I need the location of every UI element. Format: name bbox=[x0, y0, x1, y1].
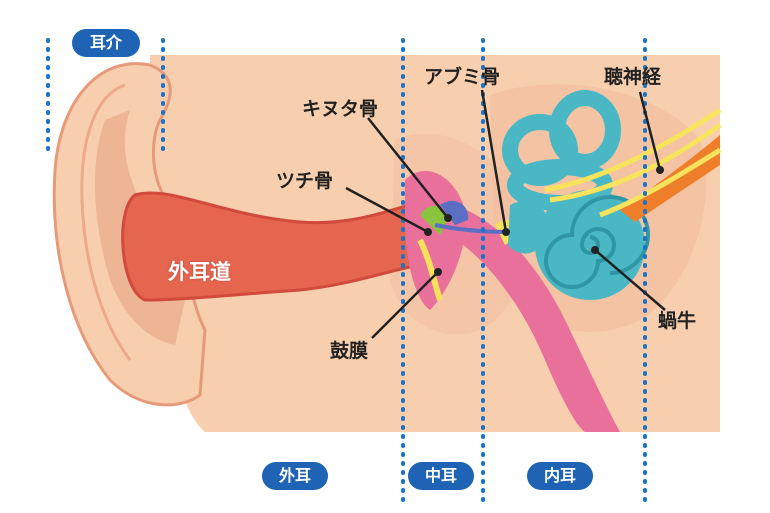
ear-canal-label: 外耳道 bbox=[168, 260, 231, 284]
region-boundaries bbox=[46, 38, 647, 502]
eardrum-label: 鼓膜 bbox=[330, 340, 369, 362]
pinna-fold bbox=[80, 83, 132, 361]
stapes-label: アブミ骨 bbox=[424, 66, 501, 88]
malleus-label: ツチ骨 bbox=[276, 170, 334, 192]
auditory-nerve-label: 聴神経 bbox=[604, 66, 662, 88]
inner-ear-pill: 内耳 bbox=[527, 462, 593, 490]
incus-label: キヌタ骨 bbox=[302, 98, 379, 120]
leader-dots bbox=[424, 166, 664, 276]
eustachian-tube bbox=[440, 205, 620, 432]
ear-canal bbox=[121, 191, 422, 302]
pinna-label: 耳介 bbox=[72, 29, 140, 57]
leader-lines bbox=[345, 89, 666, 339]
eardrum-membrane-highlight bbox=[417, 238, 443, 301]
vestibule bbox=[508, 201, 549, 254]
outer-ear-pill: 外耳 bbox=[262, 462, 328, 490]
cochlea-label: 蝸牛 bbox=[658, 310, 697, 332]
nerve-fibers bbox=[544, 107, 722, 218]
incus-bone bbox=[440, 200, 469, 225]
middle-ear-pill: 中耳 bbox=[408, 462, 474, 490]
ossicle-chain bbox=[434, 223, 506, 234]
